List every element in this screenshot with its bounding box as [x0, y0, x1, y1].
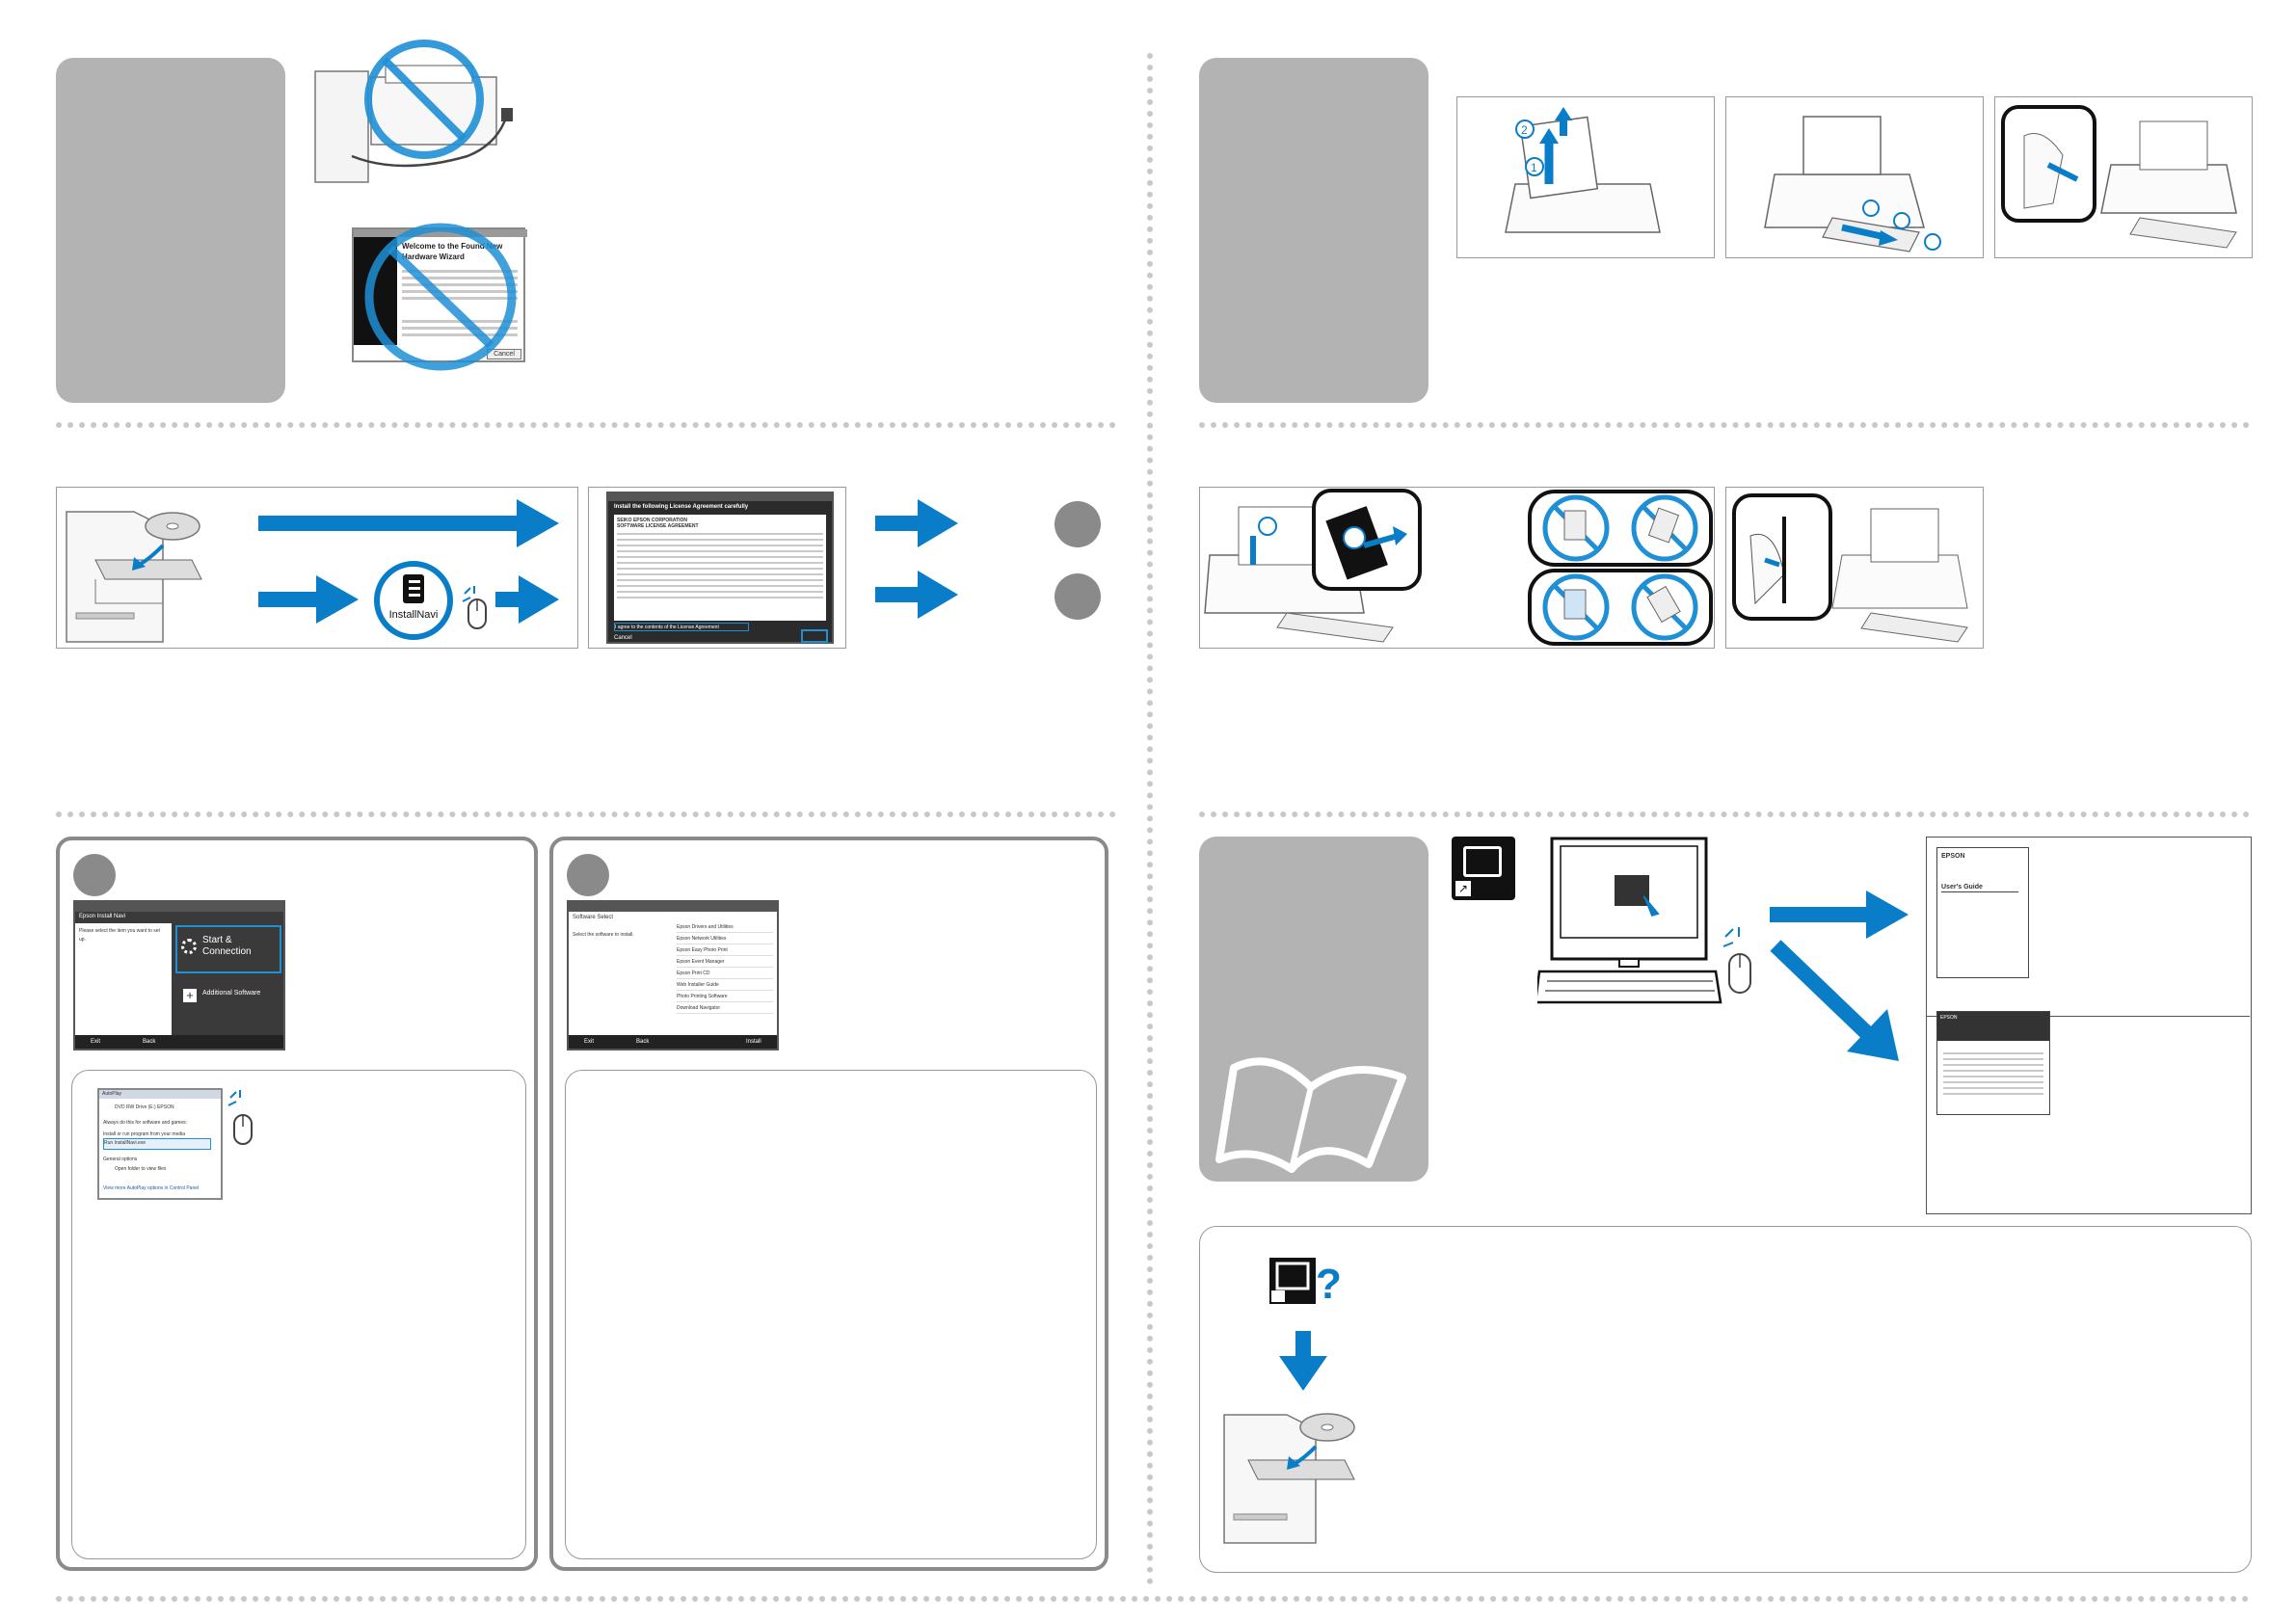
option-b-marker [567, 854, 609, 896]
autoplay-run-option[interactable]: Run InstallNavi.exe [103, 1138, 211, 1150]
divider-mid-right [1199, 811, 2250, 817]
divider-top-left [56, 422, 1116, 428]
prohibit-icon [359, 220, 522, 374]
software-item[interactable]: Photo Printing Software [677, 993, 773, 1002]
license-next-button[interactable] [801, 629, 828, 643]
step-tab-1 [56, 58, 285, 403]
book-icon [1215, 1029, 1417, 1174]
vertical-divider [1147, 53, 1153, 1585]
step-tab-2 [1199, 58, 1428, 403]
software-item[interactable]: Epson Network Utilities [677, 935, 773, 944]
autoplay-always-checkbox[interactable]: Always do this for software and games: [103, 1120, 187, 1126]
svg-text:2: 2 [1521, 123, 1528, 137]
install-navi-window: Epson Install Navi Please select the ite… [73, 900, 285, 1050]
mouse-icon [227, 1088, 257, 1145]
software-back-button[interactable]: Back [636, 1039, 650, 1045]
start-connection-button[interactable]: Start & Connection [175, 925, 281, 973]
software-select-title: Software Select [573, 915, 614, 920]
license-agree-checkbox[interactable]: I agree to the contents of the License A… [614, 623, 749, 631]
html-brand: EPSON [1940, 1015, 1958, 1021]
arrow-diagonal-icon [1770, 940, 1903, 1065]
software-item[interactable]: Epson Print CD [677, 970, 773, 979]
divider-mid-left [56, 811, 1116, 817]
license-heading-2: SOFTWARE LICENSE AGREEMENT [617, 523, 699, 529]
install-navi-exit-button[interactable]: Exit [91, 1039, 101, 1045]
manual-panel: EPSON User's Guide EPSON [1926, 837, 2252, 1214]
arrow-down-icon [1279, 1331, 1327, 1391]
software-item[interactable]: Epson Event Manager [677, 958, 773, 968]
autoplay-install-header: Install or run program from your media [103, 1131, 186, 1137]
printer-paper-support-panel: 1 2 [1456, 96, 1715, 258]
software-item[interactable]: Web Installer Guide [677, 981, 773, 991]
edge-guide-panel [1725, 487, 1984, 649]
mouse-icon [1722, 925, 1754, 998]
autoplay-control-panel-link[interactable]: View more AutoPlay options in Control Pa… [103, 1185, 200, 1191]
license-title: Install the following License Agreement … [614, 504, 749, 510]
svg-text:?: ? [1316, 1261, 1342, 1308]
autoplay-note-box: AutoPlay DVD RW Drive (E:) EPSON Always … [71, 1070, 526, 1559]
prohibit-icon [361, 37, 487, 162]
arrow-right-icon [875, 571, 958, 619]
cd-insert-illustration [1219, 1400, 1364, 1545]
incorrect-loading-examples [1528, 490, 1713, 646]
license-cancel-button[interactable]: Cancel [614, 635, 632, 641]
divider-top-right [1199, 422, 2250, 428]
option-b-box: Software Select Select the software to i… [549, 837, 1108, 1571]
installnavi-icon[interactable]: InstallNavi [374, 561, 453, 640]
gear-icon [181, 939, 197, 954]
html-users-guide[interactable]: EPSON [1936, 1011, 2050, 1115]
pdf-brand: EPSON [1941, 853, 1965, 860]
option-b-marker [1055, 573, 1101, 620]
arrow-right-icon [258, 575, 359, 624]
plus-icon: + [183, 989, 197, 1002]
manual-shortcut-icon[interactable]: ↗ [1452, 837, 1515, 900]
autoplay-window: AutoPlay DVD RW Drive (E:) EPSON Always … [97, 1088, 223, 1200]
software-install-button[interactable]: Install [746, 1039, 761, 1045]
pdf-title: User's Guide [1941, 883, 2018, 892]
option-a-marker [73, 854, 116, 896]
printer-output-tray-panel [1725, 96, 1984, 258]
install-navi-back-button[interactable]: Back [143, 1039, 156, 1045]
autoplay-drive: DVD RW Drive (E:) EPSON [115, 1104, 174, 1110]
software-exit-button[interactable]: Exit [584, 1039, 595, 1045]
help-shortcut-icon[interactable]: ? [1269, 1254, 1343, 1308]
autoplay-title: AutoPlay [102, 1091, 122, 1097]
option-a-box: Epson Install Navi Please select the ite… [56, 837, 538, 1571]
installnavi-label: InstallNavi [388, 609, 439, 621]
install-navi-prompt: Please select the item you want to set u… [79, 928, 160, 943]
mouse-icon [461, 584, 492, 632]
step-tab-3 [1199, 837, 1428, 1182]
software-select-prompt: Select the software to install. [573, 932, 634, 938]
software-item[interactable]: Epson Easy Photo Print [677, 946, 773, 956]
computer-icon [1534, 837, 1725, 1005]
install-navi-title: Epson Install Navi [79, 914, 126, 919]
license-heading-1: SEIKO EPSON CORPORATION [617, 518, 687, 523]
autoplay-general-options: General options [103, 1157, 138, 1162]
license-panel: Install the following License Agreement … [588, 487, 846, 649]
license-window: Install the following License Agreement … [606, 492, 834, 644]
load-paper-panel [1199, 487, 1715, 649]
help-box: ? [1199, 1226, 2252, 1573]
arrow-right-icon [258, 499, 559, 547]
additional-software-label: Additional Software [202, 990, 261, 997]
arrow-right-icon [495, 575, 559, 624]
wizard-title: Welcome to the Found New Hardware Wizard [402, 242, 503, 261]
additional-software-button[interactable]: + Additional Software [175, 983, 281, 1022]
software-item[interactable]: Download Navigator [677, 1004, 773, 1014]
autoplay-open-folder[interactable]: Open folder to view files [115, 1166, 167, 1172]
divider-bottom [56, 1596, 2250, 1602]
usb-cable-illustration [313, 60, 525, 190]
option-b-note-box [565, 1070, 1097, 1559]
printer-icon: 1 2 [1505, 107, 1661, 233]
software-item[interactable]: Epson Drivers and Utilities [677, 923, 773, 933]
arrow-right-icon [875, 499, 958, 547]
printer-edge-guide-panel [1994, 96, 2253, 258]
svg-text:1: 1 [1531, 161, 1537, 174]
pdf-users-guide[interactable]: EPSON User's Guide [1936, 847, 2029, 978]
arrow-right-icon [1770, 891, 1909, 939]
software-select-window: Software Select Select the software to i… [567, 900, 779, 1050]
option-a-marker [1055, 501, 1101, 547]
start-connection-label: Start & Connection [202, 935, 252, 957]
